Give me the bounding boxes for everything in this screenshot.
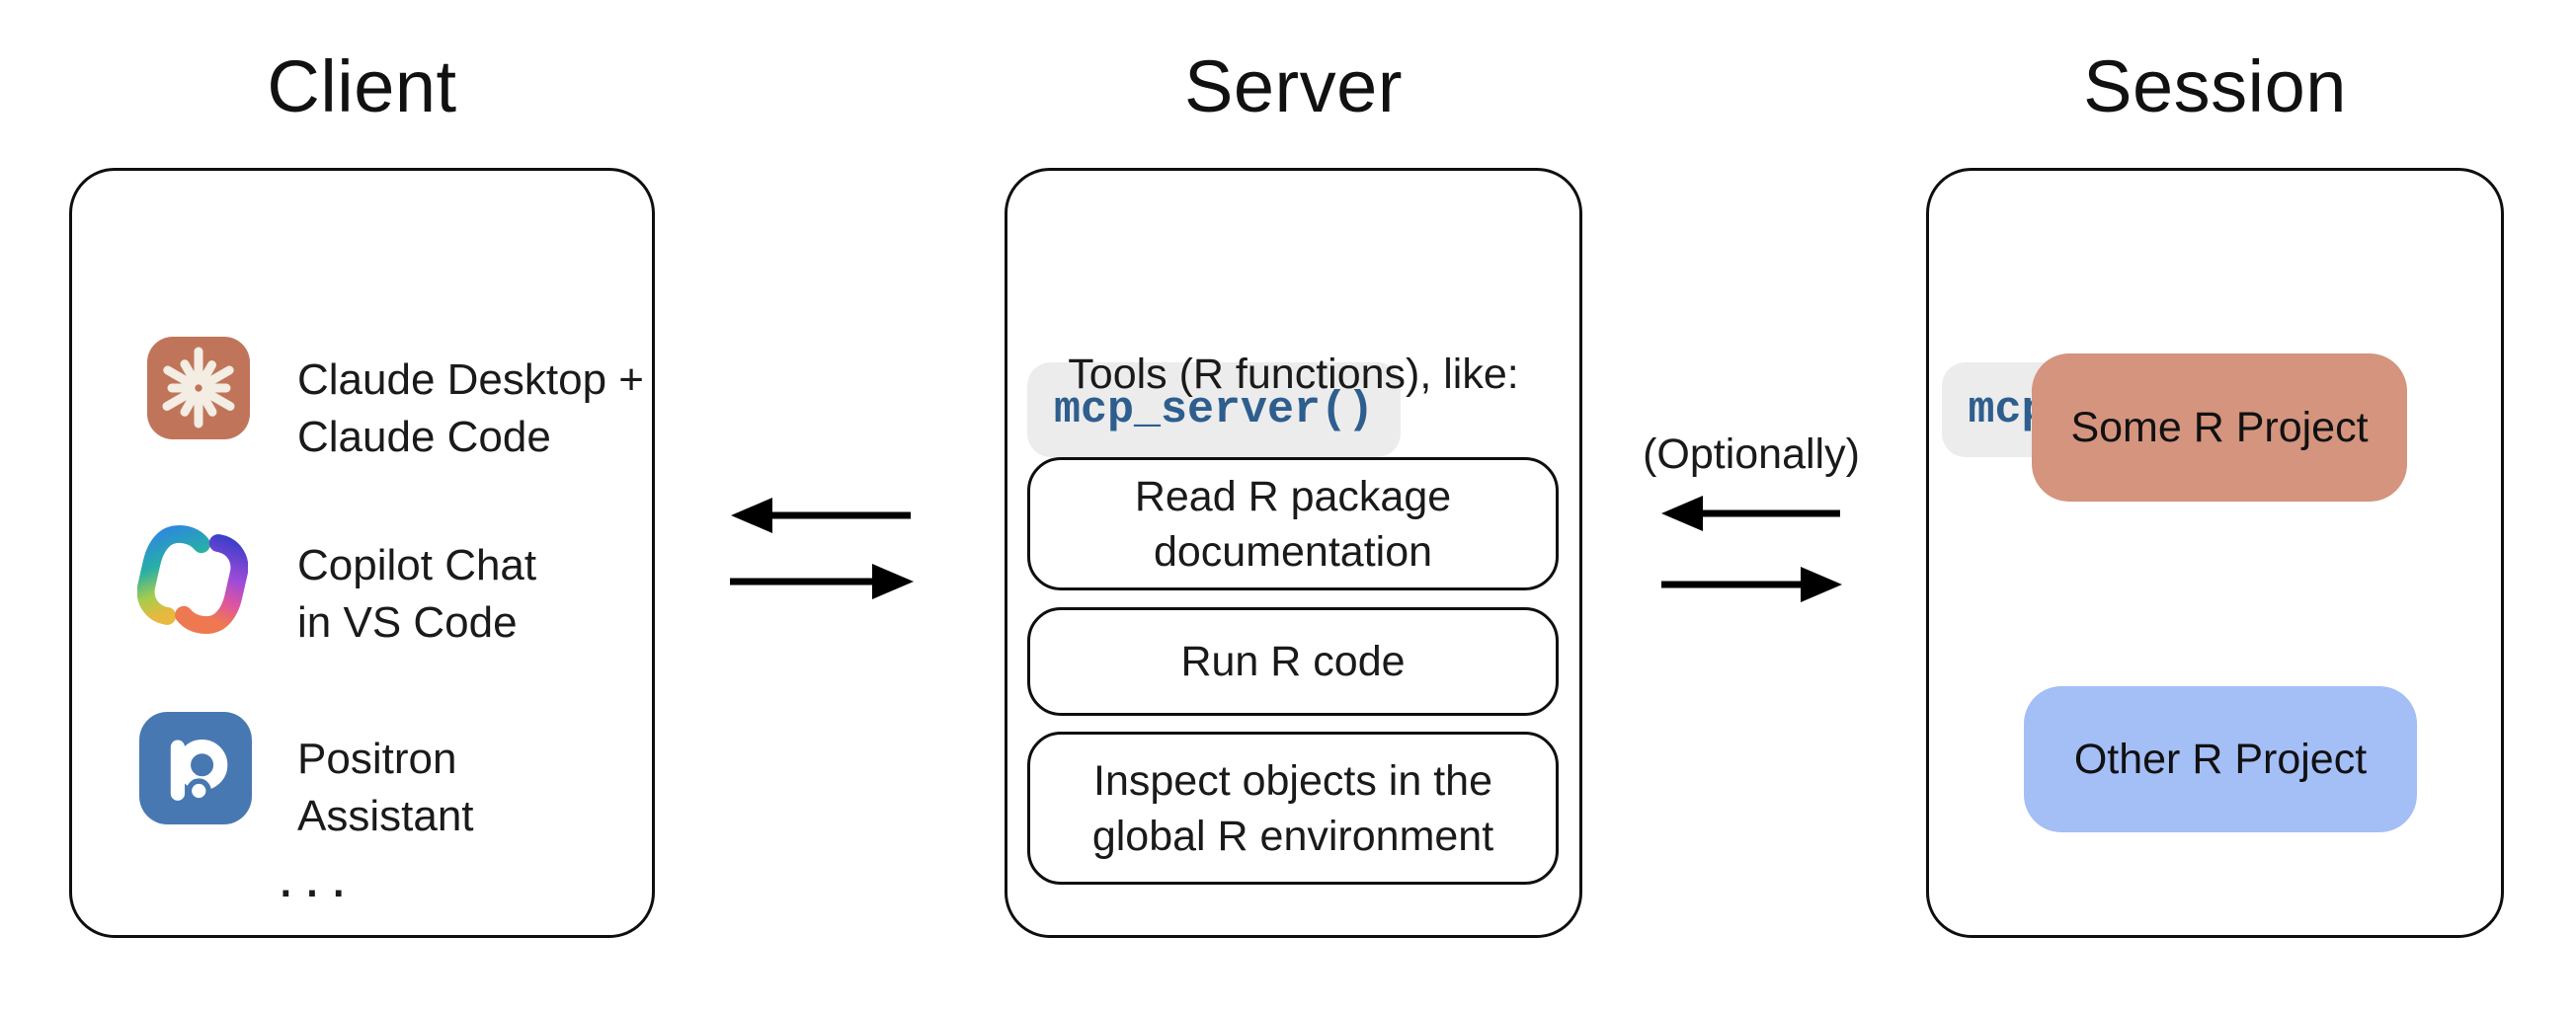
client-title: Client xyxy=(267,45,457,127)
client-box: Claude Desktop + Claude Code xyxy=(69,168,655,938)
client-item-label-line1: Claude Desktop + xyxy=(297,355,644,404)
client-item-label-line2: Claude Code xyxy=(297,413,551,461)
server-title: Server xyxy=(1184,45,1403,127)
arrow-session-to-server xyxy=(1661,496,1840,531)
arrow-client-to-server xyxy=(730,564,914,599)
more-clients-ellipsis: ... xyxy=(277,843,357,909)
copilot-icon xyxy=(137,524,248,635)
client-item-label-line2: in VS Code xyxy=(297,598,518,647)
arrow-server-to-session xyxy=(1661,567,1842,602)
some-r-project-pill: Some R Project xyxy=(2032,353,2407,502)
session-title: Session xyxy=(2083,45,2347,127)
mcp-server-code-label: mcp_server() xyxy=(1053,384,1375,435)
tool-read-docs: Read R package documentation xyxy=(1027,457,1559,590)
tool-run-r-code: Run R code xyxy=(1027,607,1559,716)
client-item-label: Positron Assistant xyxy=(297,731,474,845)
tool-label-line2: documentation xyxy=(1153,527,1433,576)
claude-icon xyxy=(147,337,250,439)
session-box: mcp_session() Some R Project Other R Pro… xyxy=(1926,168,2504,938)
client-item-label-line2: Assistant xyxy=(297,792,474,840)
arrow-server-to-client xyxy=(731,498,911,533)
mcp-server-code-chip: mcp_server() xyxy=(1027,362,1401,457)
tool-label-line1: Run R code xyxy=(1180,638,1406,685)
positron-icon xyxy=(139,712,252,824)
tool-label-line2: global R environment xyxy=(1091,812,1494,860)
optionally-label: (Optionally) xyxy=(1643,430,1860,478)
tool-label-line1: Read R package xyxy=(1134,472,1452,520)
server-box: mcp_server() Tools (R functions), like: … xyxy=(1005,168,1582,938)
tools-heading: Tools (R functions), like: xyxy=(1068,351,1519,398)
other-r-project-pill: Other R Project xyxy=(2024,686,2417,832)
tool-label-line1: Inspect objects in the xyxy=(1093,756,1492,805)
client-item-label-line1: Copilot Chat xyxy=(297,541,537,589)
project-label: Some R Project xyxy=(2070,403,2369,451)
client-item-label: Copilot Chat in VS Code xyxy=(297,537,536,652)
tool-inspect-objects: Inspect objects in the global R environm… xyxy=(1027,732,1559,885)
client-item-label-line1: Positron xyxy=(297,735,457,783)
client-item-label: Claude Desktop + Claude Code xyxy=(297,351,644,466)
project-label: Other R Project xyxy=(2073,735,2368,783)
